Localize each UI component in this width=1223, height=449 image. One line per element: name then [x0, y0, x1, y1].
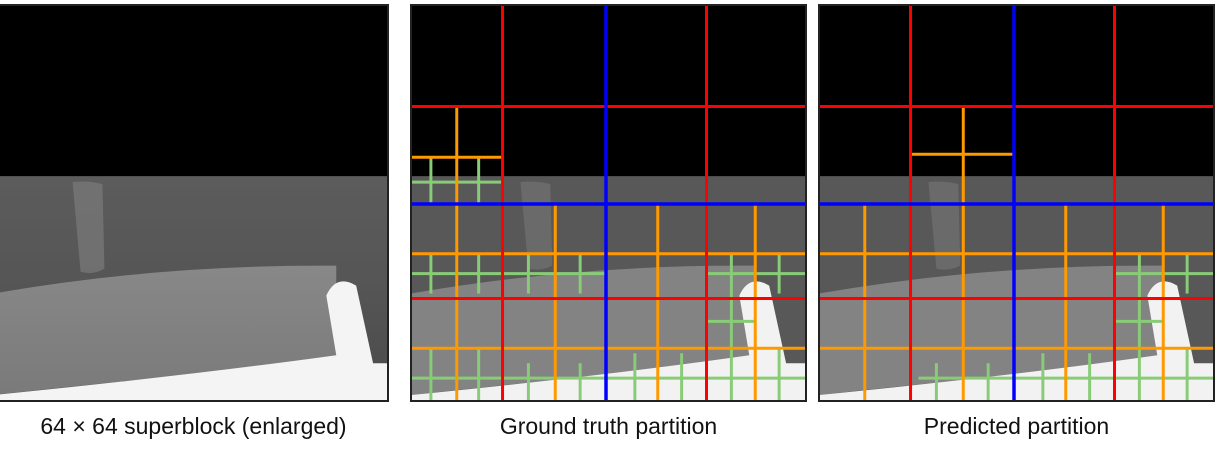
level-64-lines — [819, 5, 1214, 401]
level-8-lines — [411, 157, 806, 401]
superblock-image — [0, 4, 389, 402]
superblock-svg — [0, 5, 388, 401]
level-64-lines — [411, 5, 806, 401]
level-16-lines — [819, 106, 1214, 401]
ground-truth-partition — [410, 4, 807, 402]
predicted-caption: Predicted partition — [923, 413, 1110, 439]
superblock-caption: 64 × 64 superblock (enlarged) — [40, 413, 347, 439]
ground-truth-caption: Ground truth partition — [499, 413, 718, 439]
bright-region — [0, 281, 388, 401]
vertical-highlight — [72, 181, 105, 274]
ground-truth-svg — [411, 5, 806, 401]
predicted-partition — [818, 4, 1215, 402]
level-32-lines — [411, 5, 806, 401]
predicted-svg — [819, 5, 1214, 401]
level-32-lines — [819, 5, 1214, 401]
level-16-lines — [411, 106, 806, 401]
gray-slab — [0, 265, 337, 395]
